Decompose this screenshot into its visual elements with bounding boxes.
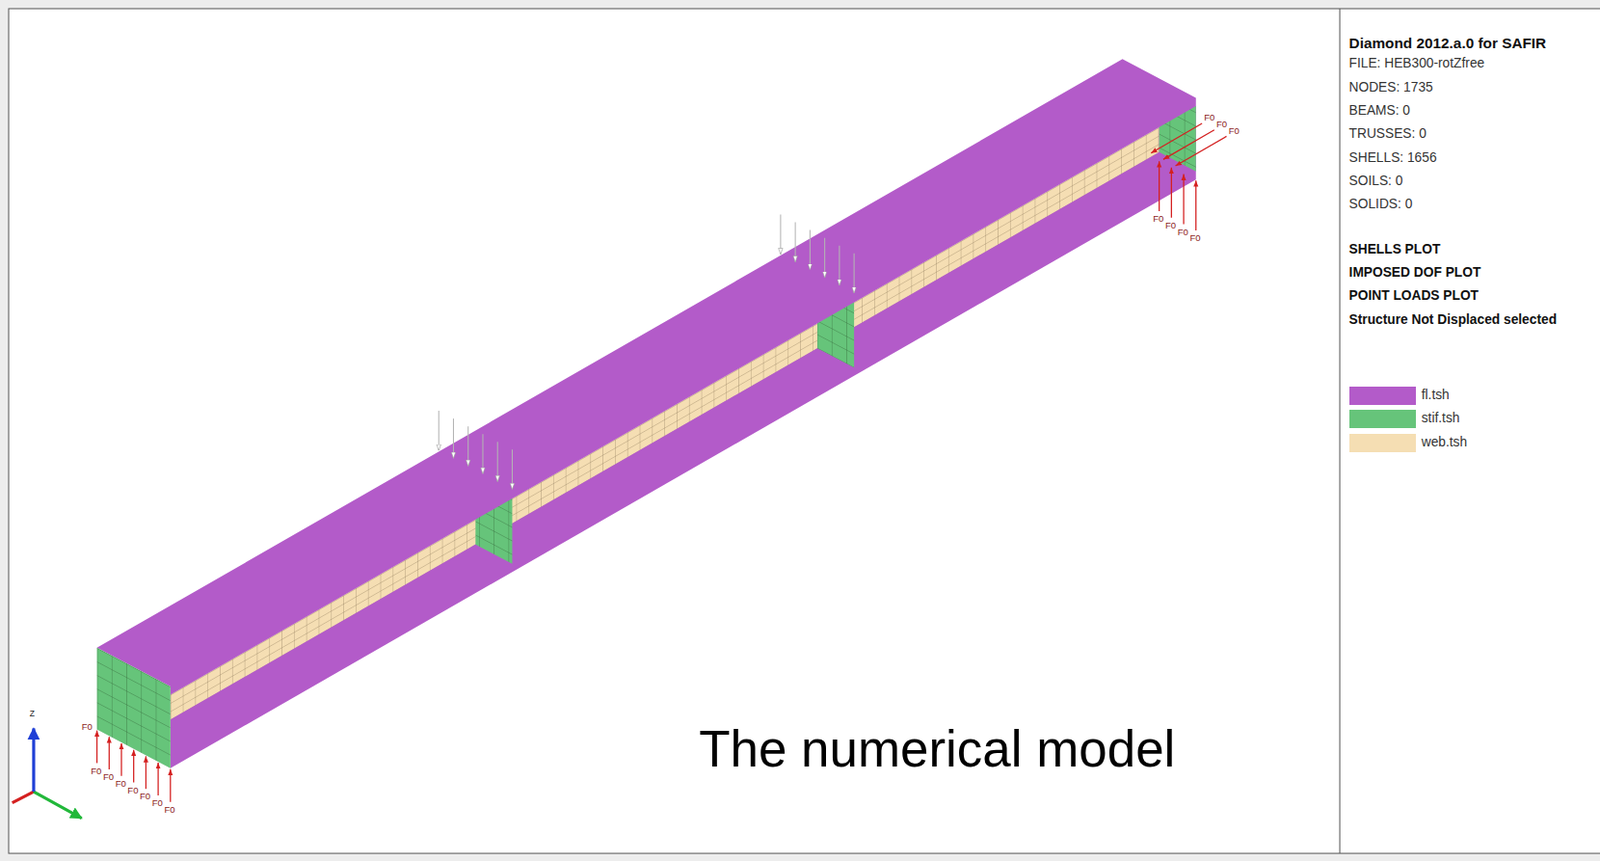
panel-heading: Diamond 2012.a.0 for SAFIR	[1349, 34, 1547, 53]
web-mesh	[170, 127, 1160, 720]
legend-text: fl.tsh	[1421, 387, 1450, 403]
top-flange	[97, 58, 1197, 694]
load-label: F0	[163, 804, 175, 816]
load-label: F0	[1203, 112, 1215, 124]
model-count: NODES: 1735	[1349, 80, 1434, 96]
panel-divider	[1339, 8, 1341, 854]
axis-label: Z	[29, 709, 35, 720]
load-label: F0	[139, 791, 151, 802]
load-label: F0	[1216, 119, 1227, 131]
load-label: F0	[1165, 220, 1176, 232]
support-arrows	[97, 730, 171, 802]
load-label: F0	[1177, 227, 1189, 239]
model-count: SHELLS: 1656	[1349, 150, 1438, 166]
load-label: F0	[1228, 126, 1240, 137]
plot-option: IMPOSED DOF PLOT	[1349, 265, 1482, 281]
bottom-flange	[170, 106, 1197, 769]
plot-option: Structure Not Displaced selected	[1349, 312, 1557, 328]
model-count: SOLIDS: 0	[1349, 196, 1414, 213]
legend-swatch	[1349, 409, 1417, 428]
load-label: F0	[152, 798, 163, 809]
axis-triad	[12, 727, 82, 818]
plot-panel	[8, 8, 1600, 854]
model-count: TRUSSES: 0	[1349, 126, 1427, 142]
legend-swatch	[1349, 386, 1417, 405]
plot-option: POINT LOADS PLOT	[1349, 288, 1479, 304]
plot-option: SHELLS PLOT	[1349, 241, 1441, 258]
load-label: F0	[81, 721, 93, 733]
point-loads	[438, 214, 854, 490]
model-count: SOILS: 0	[1349, 173, 1404, 189]
load-label: F0	[90, 766, 102, 777]
file-info: FILE: HEB300-rotZfree	[1349, 55, 1486, 72]
load-label: F0	[127, 785, 138, 797]
support-arrows	[1150, 123, 1227, 231]
load-label: F0	[115, 778, 127, 790]
legend-text: web.tsh	[1421, 434, 1467, 451]
load-label: F0	[1152, 213, 1164, 225]
model-count: BEAMS: 0	[1349, 103, 1411, 119]
load-label: F0	[103, 772, 114, 783]
legend-text: stif.tsh	[1421, 410, 1461, 427]
load-label: F0	[1189, 233, 1200, 244]
legend-swatch	[1349, 433, 1417, 453]
slide-title: The numerical model	[698, 720, 1175, 779]
